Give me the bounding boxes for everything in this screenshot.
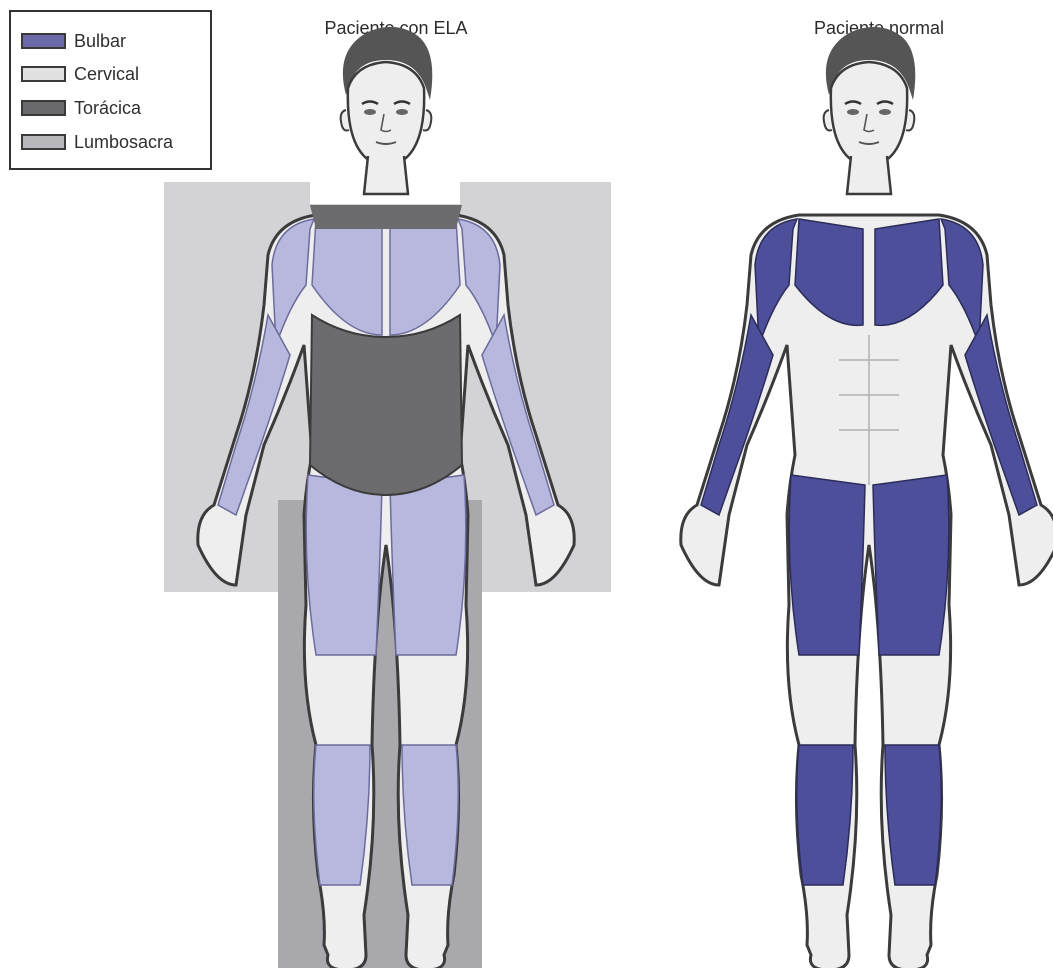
right-body — [681, 215, 1053, 968]
thoracic-region — [310, 315, 462, 495]
